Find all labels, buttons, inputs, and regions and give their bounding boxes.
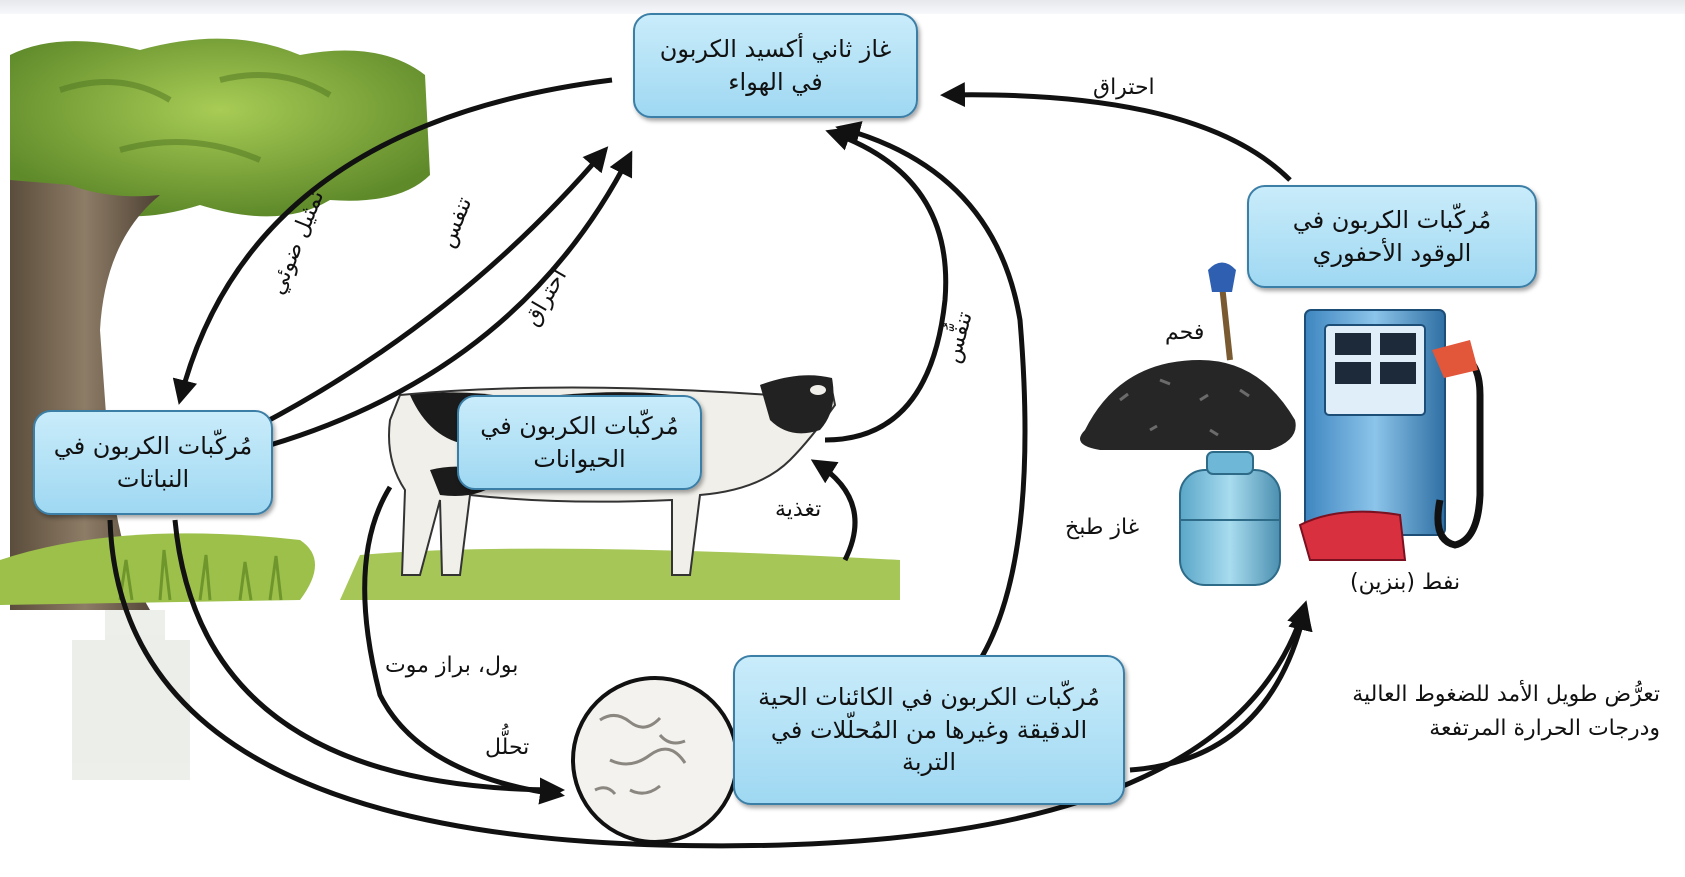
node-plants-label: مُركّبات الكربون في النباتات <box>53 432 253 493</box>
arrow-respiration-plants <box>258 146 609 428</box>
node-animals-label: مُركّبات الكربون في الحيوانات <box>480 412 679 473</box>
node-animals: مُركّبات الكربون في الحيوانات <box>457 395 702 490</box>
node-fossil: مُركّبات الكربون في الوقود الأحفوري <box>1247 185 1537 288</box>
soil-microbes-circle <box>571 676 739 844</box>
arrow-plants-fossil <box>107 519 1312 849</box>
gas-cylinder <box>1179 451 1281 586</box>
arrow-combustion-plants <box>269 150 633 448</box>
arrow-soil-fossil <box>1129 605 1313 773</box>
arrow-respiration-animals <box>824 126 949 443</box>
arrow-soil-to-air <box>835 121 1028 662</box>
arrows <box>107 77 1313 849</box>
label-coal: فحم <box>1165 320 1205 345</box>
node-soil: مُركّبات الكربون في الكائنات الحية الدقي… <box>733 655 1125 805</box>
node-air-co2-label: غاز ثاني أكسيد الكربون في الهواء <box>659 35 892 96</box>
label-decomposition: تحلُّل <box>485 735 530 760</box>
arrow-photosynthesis <box>172 77 613 405</box>
arrow-animals-decay <box>362 485 565 805</box>
label-oil-gasoline: نفط (بنزين) <box>1350 570 1461 595</box>
node-plants: مُركّبات الكربون في النباتات <box>33 410 273 515</box>
label-cooking-gas: غاز طبخ <box>1065 515 1140 540</box>
coal-pile <box>1080 262 1296 450</box>
arrow-fossil-combustion <box>940 82 1292 182</box>
fuel-pump <box>1298 309 1484 561</box>
node-soil-label: مُركّبات الكربون في الكائنات الحية الدقي… <box>758 683 1100 777</box>
label-waste-death: بول، براز موت <box>385 653 519 678</box>
node-air-co2: غاز ثاني أكسيد الكربون في الهواء <box>633 13 918 118</box>
watermark <box>72 610 190 780</box>
label-combustion-fossil: احتراق <box>1093 75 1155 100</box>
top-band <box>0 0 1685 14</box>
arrow-plants-decay <box>172 519 565 803</box>
arrow-feeding <box>810 459 858 562</box>
label-long-exposure: تعرُّض طويل الأمد للضغوط العالية ودرجات … <box>1352 682 1660 742</box>
tree-illustration <box>0 38 430 610</box>
node-fossil-label: مُركّبات الكربون في الوقود الأحفوري <box>1292 206 1492 267</box>
label-feeding: تغذية <box>775 497 822 522</box>
